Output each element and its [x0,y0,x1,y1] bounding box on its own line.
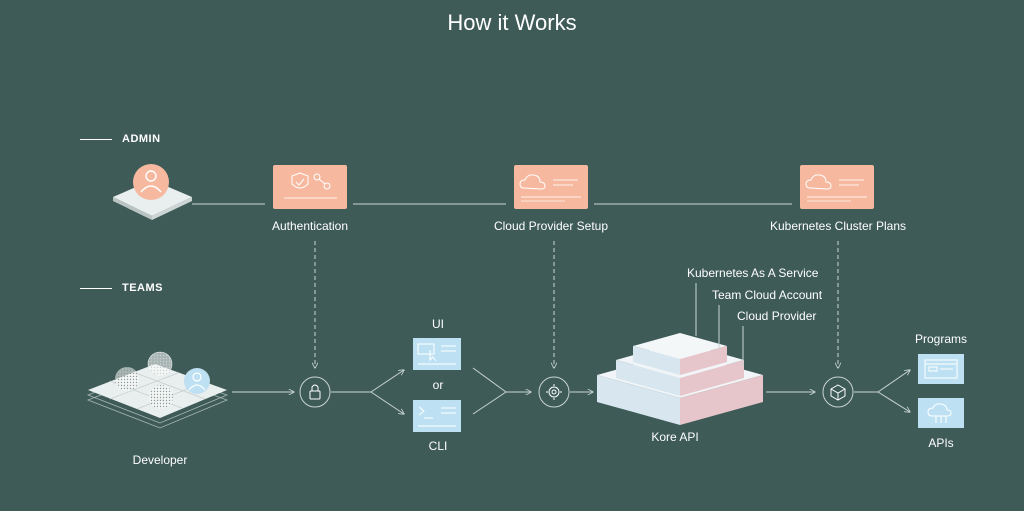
team-cloud-account-label: Team Cloud Account [712,288,823,302]
lock-icon [309,384,321,400]
kore-api-label: Kore API [651,430,699,444]
cube-icon [830,384,846,401]
authentication-card [273,165,347,209]
ui-card [413,338,461,370]
shield-icon [291,172,309,189]
cloud-icon [519,174,546,190]
user-icon [188,372,206,391]
admin-avatar [113,164,192,220]
key-icon [313,173,331,190]
programs-label: Programs [914,332,968,346]
developer-label: Developer [132,453,188,467]
kubernetes-as-a-service-label: Kubernetes As A Service [687,266,819,280]
section-admin-label: ADMIN [122,133,161,145]
ui-label: UI [432,317,444,331]
gear-node [538,376,570,408]
kubernetes-cluster-plans-label: Kubernetes Cluster Plans [769,219,907,233]
kore-api-stack [597,333,763,425]
programs-card [918,354,964,384]
section-teams: TEAMS [80,282,163,294]
cli-label: CLI [428,439,448,453]
terminal-icon [418,406,433,419]
section-dash [80,138,112,140]
authentication-label: Authentication [271,219,349,233]
kubernetes-cluster-plans-card [800,165,874,209]
section-dash [80,287,112,289]
section-teams-label: TEAMS [122,282,163,294]
or-label: or [432,378,444,392]
cloud-provider-setup-card [514,165,588,209]
section-admin: ADMIN [80,133,161,145]
lock-node [299,376,331,408]
user-icon [140,170,162,193]
cloud-provider-setup-label: Cloud Provider Setup [493,219,609,233]
cloud-icon [927,403,952,423]
page-title: How it Works [447,10,577,35]
cloud-icon [805,174,832,190]
cloud-provider-label: Cloud Provider [737,309,817,323]
apis-label: APIs [928,436,954,450]
cli-card [413,400,461,432]
apis-card [918,398,964,428]
cursor-icon [417,343,437,362]
developer-platform [86,351,229,429]
gear-icon [546,384,562,400]
cube-node [822,376,854,408]
